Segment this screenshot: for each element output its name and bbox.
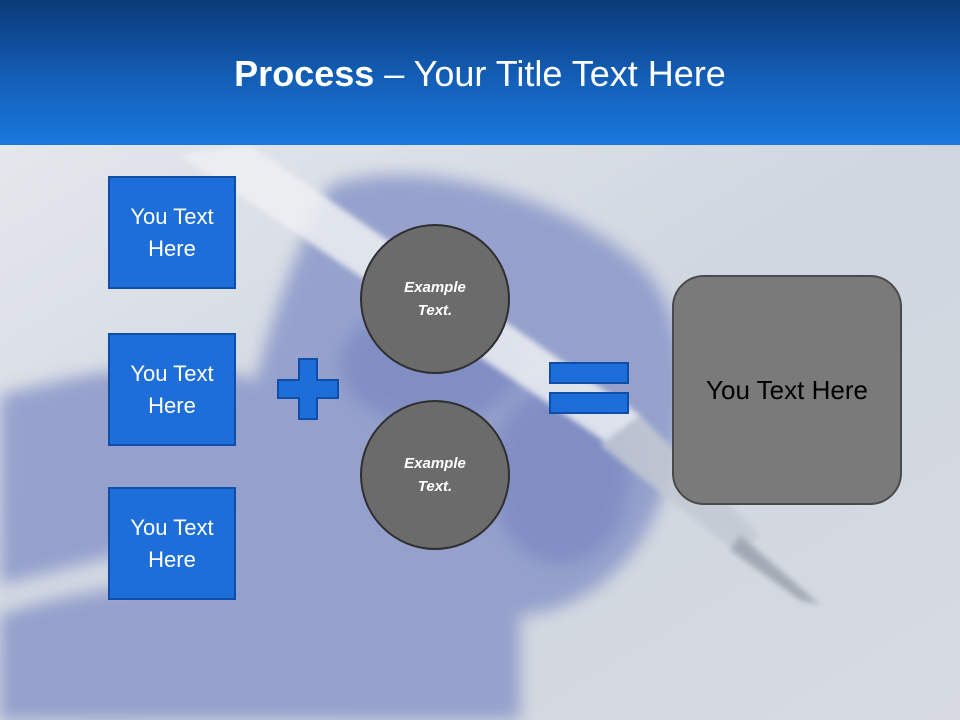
operand-circle-2-text: Example Text. [404,455,466,495]
title-rest-part: – Your Title Text Here [374,53,726,94]
input-box-1-text: You Text Here [130,203,214,261]
input-box-1[interactable]: You Text Here [108,176,236,289]
input-box-3-text: You Text Here [130,514,214,572]
result-box[interactable]: You Text Here [672,275,902,505]
slide-title[interactable]: Process – Your Title Text Here [0,50,960,98]
equals-icon [549,362,629,414]
operand-circle-2[interactable]: Example Text. [360,400,510,550]
title-bar [0,0,960,145]
input-box-3[interactable]: You Text Here [108,487,236,600]
plus-icon [277,358,339,420]
result-box-text: You Text Here [706,375,868,405]
operand-circle-1[interactable]: Example Text. [360,224,510,374]
input-box-2[interactable]: You Text Here [108,333,236,446]
input-box-2-text: You Text Here [130,360,214,418]
operand-circle-1-text: Example Text. [404,279,466,319]
title-bold-part: Process [234,53,375,94]
